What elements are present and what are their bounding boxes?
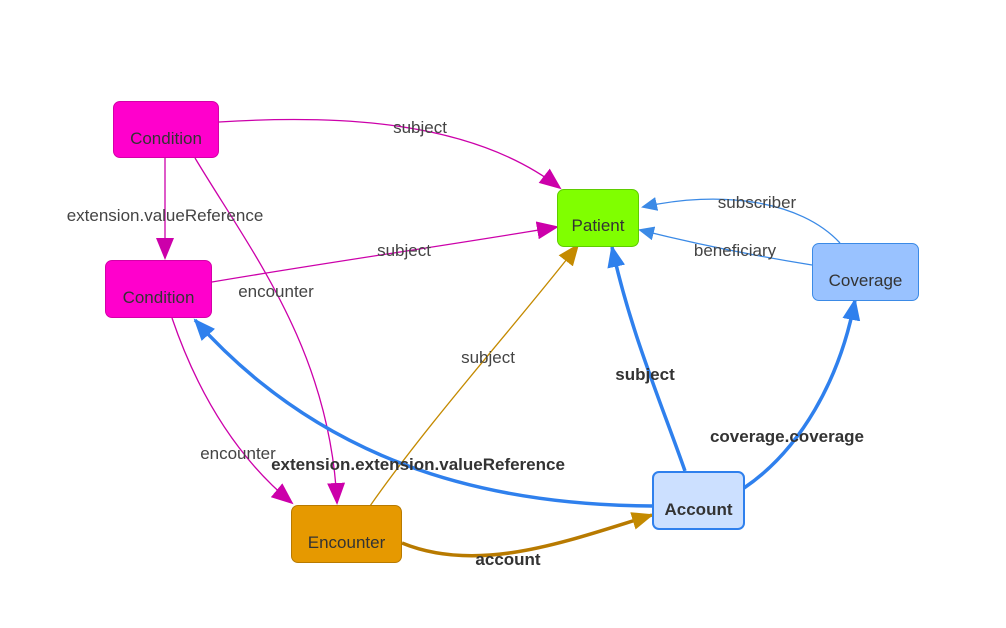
edge-account-patient bbox=[607, 245, 687, 472]
node-coverage[interactable]: Coverage bbox=[812, 243, 919, 301]
node-condition-mid[interactable]: Condition bbox=[105, 260, 212, 318]
edge-label-encounter-account: account bbox=[475, 550, 541, 569]
node-coverage-label: Coverage bbox=[828, 271, 903, 290]
edge-coverage-patient-subscriber bbox=[641, 197, 841, 244]
edge-condition-top-patient bbox=[218, 118, 562, 190]
node-condition-top-label: Condition bbox=[130, 128, 202, 148]
node-encounter-label: Encounter bbox=[307, 533, 386, 552]
edge-coverage-patient-beneficiary bbox=[638, 226, 813, 266]
edge-encounter-patient bbox=[369, 243, 580, 507]
edge-condition-mid-encounter bbox=[171, 317, 294, 505]
edge-label-condition-top-encounter: encounter bbox=[238, 282, 314, 301]
node-account[interactable]: Account bbox=[652, 471, 745, 530]
edge-account-coverage bbox=[743, 298, 861, 490]
edge-label-account-coverage: coverage.coverage bbox=[710, 427, 864, 446]
edge-label-coverage-beneficiary: beneficiary bbox=[694, 241, 777, 260]
node-account-label: Account bbox=[664, 499, 733, 519]
edge-label-account-patient: subject bbox=[615, 365, 675, 384]
edge-label-condition-mid-patient: subject bbox=[377, 241, 431, 260]
node-condition-top[interactable]: Condition bbox=[113, 101, 219, 158]
edge-label-condition-top-patient: subject bbox=[393, 118, 447, 137]
edge-label-condition-extension: extension.valueReference bbox=[67, 206, 264, 225]
edge-condition-top-encounter bbox=[194, 157, 346, 505]
node-condition-mid-label: Condition bbox=[122, 288, 195, 307]
edge-encounter-account bbox=[401, 512, 654, 558]
edge-label-condition-mid-encounter: encounter bbox=[200, 444, 276, 463]
node-patient[interactable]: Patient bbox=[557, 189, 639, 247]
edge-label-encounter-patient: subject bbox=[461, 348, 515, 367]
edge-label-account-condition: extension.extension.valueReference bbox=[271, 455, 565, 474]
edge-label-coverage-subscriber: subscriber bbox=[718, 193, 797, 212]
node-encounter[interactable]: Encounter bbox=[291, 505, 402, 563]
edge-account-condition-mid bbox=[193, 318, 653, 508]
edge-condition-mid-patient bbox=[211, 221, 559, 283]
node-patient-label: Patient bbox=[571, 216, 625, 235]
